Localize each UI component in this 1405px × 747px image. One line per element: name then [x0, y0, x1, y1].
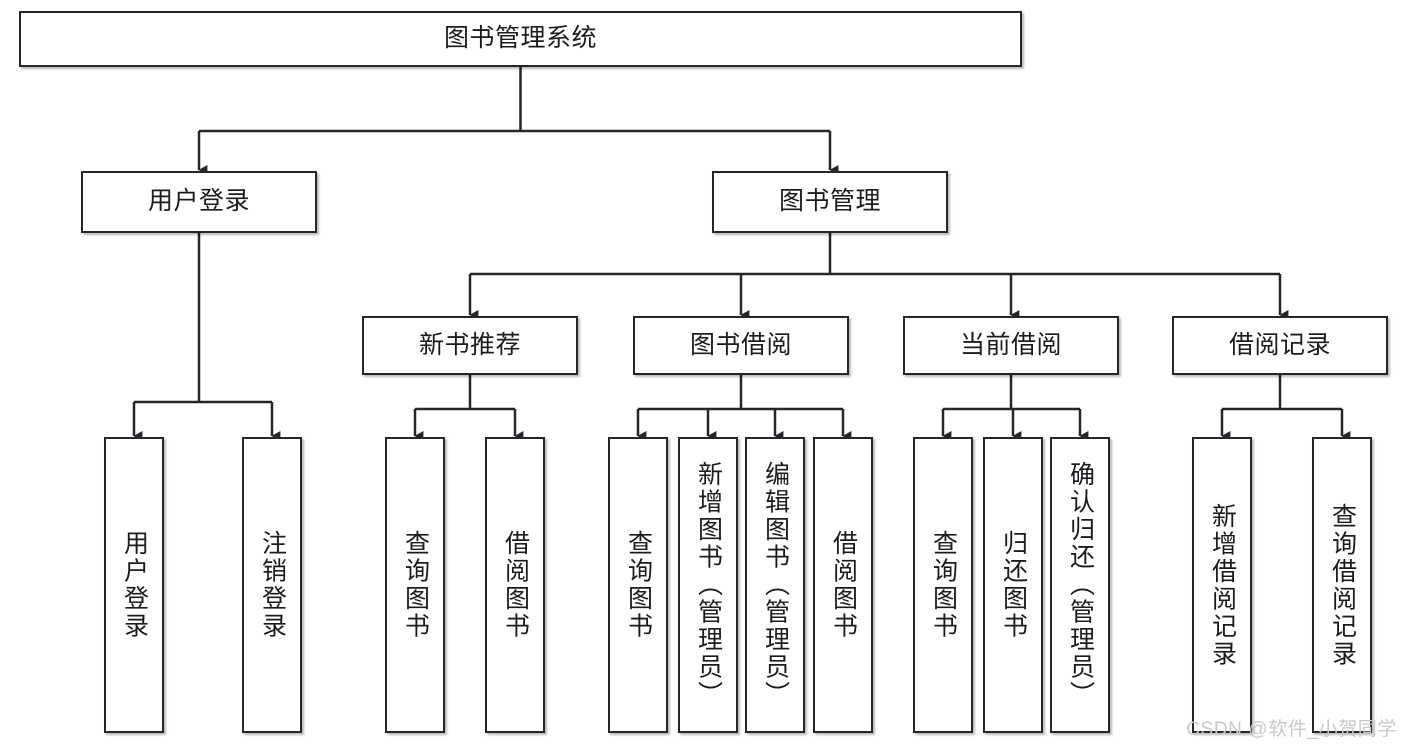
- node-label: 编辑图书（管理员）: [761, 461, 790, 709]
- node-label: 图书借阅: [689, 330, 792, 359]
- node-leaf-6[interactable]: 新增图书（管理员）: [678, 437, 738, 733]
- node-leaf-9[interactable]: 查询图书: [913, 437, 973, 733]
- node-label: 图书管理: [778, 187, 881, 216]
- node-leaf-1[interactable]: 用户登录: [104, 437, 164, 733]
- node-leaf-3[interactable]: 查询图书: [385, 437, 445, 733]
- node-leaf-13[interactable]: 查询借阅记录: [1312, 437, 1372, 733]
- node-label: 新增图书（管理员）: [694, 461, 723, 709]
- node-leaf-8[interactable]: 借阅图书: [813, 437, 873, 733]
- node-label: 用户登录: [120, 530, 149, 640]
- node-label: 借阅记录: [1228, 330, 1331, 359]
- node-label: 当前借阅: [959, 330, 1062, 359]
- node-label: 查询图书: [624, 530, 653, 640]
- node-label: 查询借阅记录: [1328, 502, 1357, 668]
- node-label: 借阅图书: [501, 530, 530, 640]
- node-newbook[interactable]: 新书推荐: [362, 316, 578, 375]
- node-login[interactable]: 用户登录: [81, 171, 317, 233]
- node-leaf-5[interactable]: 查询图书: [608, 437, 668, 733]
- node-root[interactable]: 图书管理系统: [19, 11, 1022, 67]
- node-records[interactable]: 借阅记录: [1172, 316, 1388, 375]
- node-borrow[interactable]: 图书借阅: [633, 316, 849, 375]
- node-label: 查询图书: [401, 530, 430, 640]
- node-leaf-12[interactable]: 新增借阅记录: [1192, 437, 1252, 733]
- edge-group: [132, 67, 1351, 441]
- node-label: 用户登录: [147, 187, 250, 216]
- node-label: 新增借阅记录: [1208, 502, 1237, 668]
- watermark-label: CSDN @软件_小贺同学: [1186, 719, 1397, 740]
- node-leaf-4[interactable]: 借阅图书: [485, 437, 545, 733]
- node-label: 确认归还（管理员）: [1066, 461, 1095, 709]
- node-leaf-2[interactable]: 注销登录: [242, 437, 302, 733]
- node-leaf-10[interactable]: 归还图书: [983, 437, 1043, 733]
- node-label: 归还图书: [999, 530, 1028, 640]
- node-label: 借阅图书: [829, 530, 858, 640]
- node-label: 查询图书: [929, 530, 958, 640]
- node-leaf-7[interactable]: 编辑图书（管理员）: [745, 437, 805, 733]
- node-label: 注销登录: [258, 530, 287, 640]
- node-current[interactable]: 当前借阅: [903, 316, 1119, 375]
- node-bookmgmt[interactable]: 图书管理: [712, 171, 948, 233]
- node-label: 新书推荐: [418, 330, 521, 359]
- node-label: 图书管理系统: [443, 24, 597, 53]
- node-leaf-11[interactable]: 确认归还（管理员）: [1050, 437, 1110, 733]
